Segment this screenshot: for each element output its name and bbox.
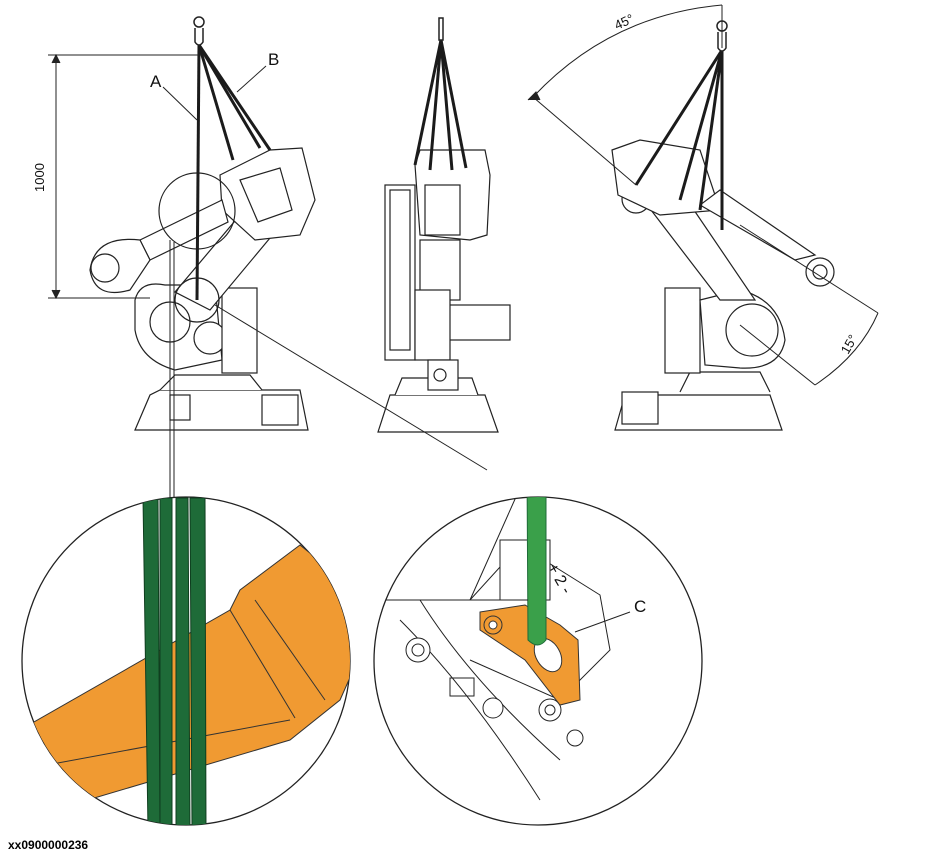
label-angle-45: 45°: [612, 11, 636, 33]
robot-front-view-middle: [377, 149, 511, 433]
detail-circle-right: + 2 -: [373, 496, 703, 826]
label-sling-b: B: [268, 50, 279, 69]
green-rod: [526, 497, 547, 646]
leader-lines-ab: [162, 65, 267, 121]
lifting-hook-middle: [438, 17, 444, 41]
label-lifting-eye-c: C: [634, 597, 646, 616]
robot-side-view-left: [89, 147, 316, 431]
leader-line-c: [574, 611, 631, 633]
angle-annotations: [527, 4, 879, 386]
lifting-slings-left: [195, 44, 272, 301]
lifting-slings-middle: [413, 39, 468, 171]
label-sling-a: A: [150, 72, 162, 91]
detail-circle-left: [21, 496, 351, 826]
green-sling-bundle: [142, 497, 207, 825]
dimension-line: [48, 53, 199, 300]
detail-leader-lines: [169, 240, 488, 498]
lifting-slings-right: [634, 49, 724, 230]
document-id: xx0900000236: [8, 838, 89, 852]
robot-side-view-right: [611, 139, 835, 431]
lifting-hook-left: [193, 16, 205, 46]
dimension-label: 1000: [32, 163, 47, 192]
label-angle-15: 15°: [838, 332, 861, 357]
